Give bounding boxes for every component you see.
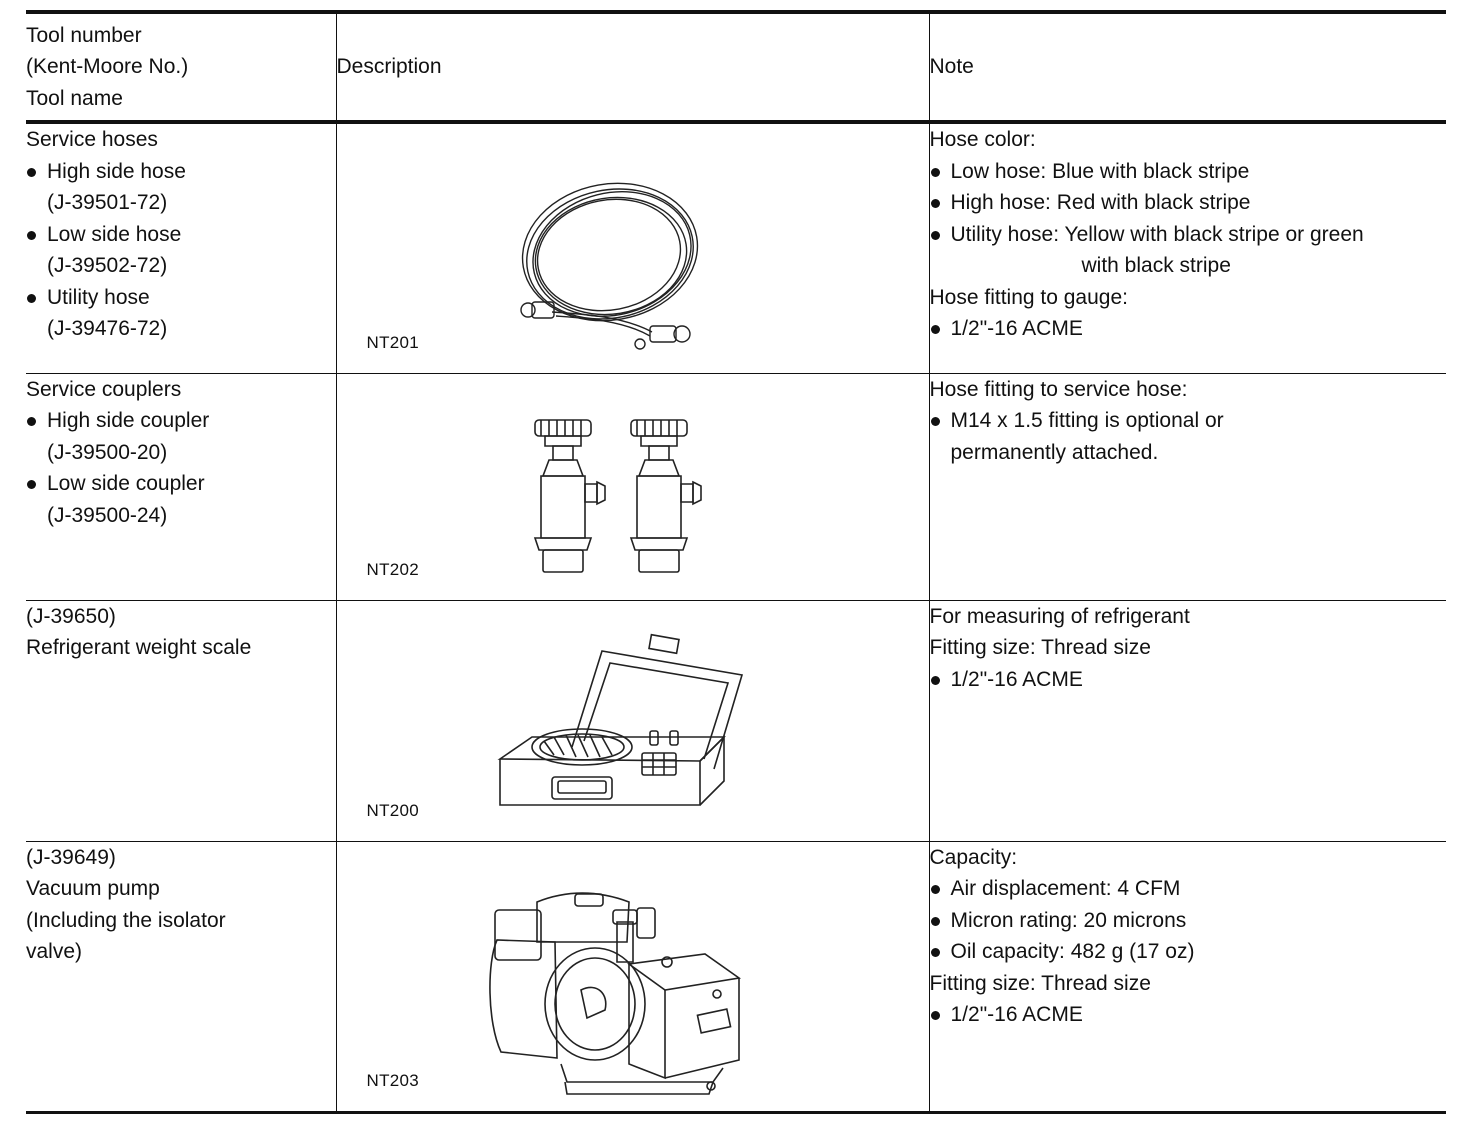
tool-name: Vacuum pump [26,877,160,900]
tool-number: (J-39501-72) [47,191,168,214]
description-cell: NT202 [335,373,930,600]
list-item: High hose: Red with black stripe [930,187,1447,219]
tool-cell: Service hoses High side hose (J-39501-72… [26,122,337,373]
table-row: (J-39649) Vacuum pump (Including the iso… [26,841,1446,1112]
tool-cell: (J-39649) Vacuum pump (Including the iso… [26,841,337,1112]
list-item: High side coupler [26,405,336,437]
tool-cell: Service couplers High side coupler (J-39… [26,373,337,600]
note-heading: Hose fitting to gauge: [929,285,1128,309]
header-tool-number: Tool number [26,23,142,47]
note-heading: Hose color: [929,128,1036,151]
tool-name: (Including the isolator [26,908,226,932]
bullet-icon [27,167,36,177]
tool-name: Service couplers [26,377,182,401]
header-tool-column: Tool number (Kent-Moore No.) Tool name [26,12,337,122]
note-cell: Hose fitting to service hose: M14 x 1.5 … [928,373,1447,600]
bullet-icon [930,675,940,685]
bullet-icon [27,417,36,426]
bullet-icon [930,1011,940,1020]
coupler-pair-icon [527,416,717,586]
table-row: Service couplers High side coupler (J-39… [26,373,1446,600]
bullet-icon [930,885,940,894]
note-heading: Capacity: [929,845,1018,869]
bullet-icon [930,916,940,926]
header-kent-moore: (Kent-Moore No.) [26,55,189,79]
list-item: 1/2"-16 ACME [930,313,1447,345]
bullet-icon [930,230,940,240]
list-item: Micron rating: 20 microns [930,905,1447,937]
tool-name: Refrigerant weight scale [26,636,252,659]
bullet-icon [27,293,36,303]
vacuum-pump-icon [477,882,757,1104]
header-tool-name: Tool name [26,86,123,110]
tool-name: valve) [26,940,83,963]
list-item: Low hose: Blue with black stripe [930,156,1447,188]
tool-table-page: Tool number (Kent-Moore No.) Tool name D… [26,10,1446,1114]
list-item: Utility hose: Yellow with black stripe o… [930,219,1447,251]
description-cell: NT201 [335,122,930,373]
tool-cell: (J-39650) Refrigerant weight scale [26,600,337,841]
list-item: Oil capacity: 482 g (17 oz) [930,936,1447,968]
list-item: Low side coupler [26,468,336,500]
figure-code: NT203 [366,1071,420,1090]
tool-number: (J-39476-72) [47,317,168,340]
header-note: Note [928,12,1446,122]
note-text: For measuring of refrigerant [929,604,1190,628]
figure-code: NT200 [366,801,420,820]
figure-code: NT201 [366,333,420,352]
note-cell: For measuring of refrigerant Fitting siz… [928,600,1447,841]
bullet-icon [930,948,940,957]
list-item: Low side hose [26,219,336,251]
bullet-icon [27,480,36,489]
figure-code: NT202 [366,560,420,579]
list-item: 1/2"-16 ACME [930,664,1447,696]
bullet-icon [930,199,940,208]
tool-number: (J-39500-20) [47,440,168,464]
bullet-icon [930,417,940,426]
list-item: M14 x 1.5 fitting is optional or [930,405,1447,437]
bullet-icon [930,167,940,177]
table-row: (J-39650) Refrigerant weight scale [26,600,1446,841]
table-row: Service hoses High side hose (J-39501-72… [26,122,1446,373]
note-heading: Fitting size: Thread size [929,971,1151,995]
header-description: Description [335,12,930,122]
special-service-tools-table: Tool number (Kent-Moore No.) Tool name D… [26,10,1446,1114]
list-item: Utility hose [26,282,336,314]
note-heading: Fitting size: Thread size [929,636,1151,659]
tool-number: (J-39650) [26,604,116,628]
list-item: Air displacement: 4 CFM [930,873,1447,905]
note-heading: Hose fitting to service hose: [929,377,1188,401]
hose-coil-icon [512,164,712,364]
note-continuation: with black stripe [1081,254,1231,277]
note-cell: Capacity: Air displacement: 4 CFM Micron… [928,841,1447,1112]
tool-number: (J-39502-72) [47,254,168,277]
description-cell: NT200 [335,600,930,841]
note-continuation: permanently attached. [950,440,1159,464]
bullet-icon [27,230,36,240]
note-cell: Hose color: Low hose: Blue with black st… [928,122,1447,373]
weight-scale-icon [492,629,752,829]
tool-name: Service hoses [26,128,158,151]
table-header-row: Tool number (Kent-Moore No.) Tool name D… [26,12,1446,122]
description-cell: NT203 [335,841,930,1112]
tool-number: (J-39649) [26,845,116,869]
tool-number: (J-39500-24) [47,503,168,527]
list-item: High side hose [26,156,336,188]
list-item: 1/2"-16 ACME [930,999,1447,1031]
bullet-icon [930,325,940,334]
